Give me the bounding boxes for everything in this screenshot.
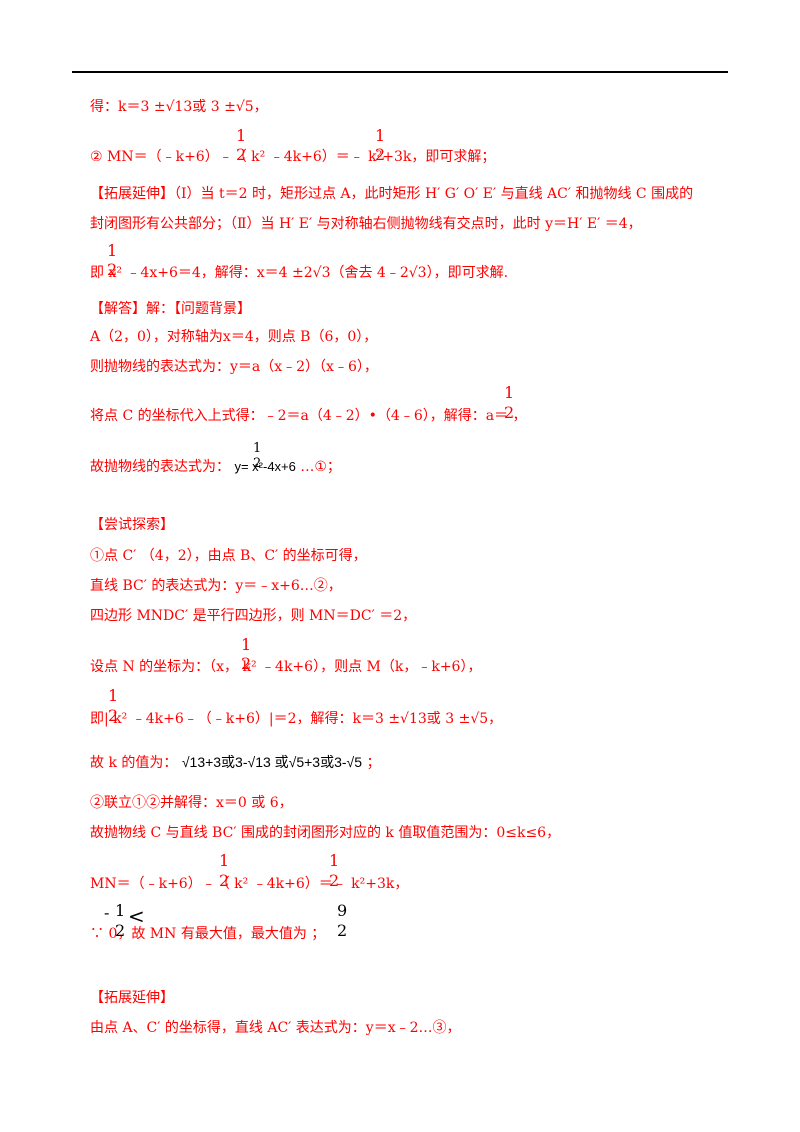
text-line-14: 四边形 MNDC′ 是平行四边形，则 MN＝DC′ ＝2， [90, 608, 417, 624]
text-line-13: 直线 BC′ 的表达式为：y＝﹣x+6…②， [90, 578, 342, 594]
text-line-2: ② MN＝（﹣k+6）﹣（ k² ﹣4k+6）＝﹣ k²+3k，即可求解； [90, 149, 496, 165]
text-line-5: 即 x² ﹣4x+6＝4，解得：x＝4 ±2√3（舍去 4﹣2√3），即可求解. [90, 265, 509, 281]
text-line-16: 即| k² ﹣4k+6﹣（﹣k+6）|＝2，解得：k＝3 ±√13或 3 ±√5… [90, 711, 503, 727]
text-line-23: 由点 A、C′ 的坐标得，直线 AC′ 表达式为：y＝x﹣2…③， [90, 1020, 461, 1036]
fraction-denominator: 2 [236, 145, 247, 164]
fraction-numerator: 1 [219, 851, 230, 870]
text-line-3: 【拓展延伸】（Ⅰ）当 t＝2 时，矩形过点 A，此时矩形 H′ G′ O′ E′… [90, 186, 694, 202]
fraction-denominator: 2 [253, 456, 262, 471]
fraction-numerator: 1 [504, 383, 515, 402]
text-line-21: ∵ 0，故 MN 有最大值，最大值为 ； [90, 926, 326, 942]
fraction-minus: - [104, 903, 110, 922]
fraction-denominator: 2 [107, 260, 118, 279]
fraction-denominator: 2 [337, 921, 348, 940]
text-segment: 故 k 的值为： [90, 755, 178, 771]
fraction-numerator: 1 [107, 241, 118, 260]
fraction-numerator: 1 [375, 126, 386, 145]
text-line-22: 【拓展延伸】 [90, 990, 174, 1006]
text-line-18: ②联立①②并解得：x＝0 或 6， [90, 795, 293, 811]
fraction-numerator: 1 [108, 686, 119, 705]
fraction-numerator: 1 [253, 441, 262, 456]
fraction-numerator: 9 [337, 901, 348, 920]
text-line-1: 得：k＝3 ±√13或 3 ±√5， [90, 99, 268, 115]
text-line-8: 则抛物线的表达式为：y＝a（x﹣2）（x﹣6）， [90, 359, 378, 375]
text-line-11: 【尝试探索】 [90, 517, 174, 533]
fraction-numerator: 1 [115, 901, 126, 920]
text-segment: …①； [300, 459, 341, 475]
less-than-sign: < [128, 904, 145, 928]
fraction-denominator: 2 [329, 871, 340, 890]
fraction-numerator: 1 [329, 851, 340, 870]
formula-image: y= x²-4x+6 [234, 459, 296, 474]
fraction-denominator: 2 [241, 654, 252, 673]
fraction-denominator: 2 [375, 145, 386, 164]
text-line-20: MN＝（﹣k+6）﹣（ k² ﹣4k+6）＝﹣ k²+3k， [90, 876, 409, 892]
fraction-denominator: 2 [115, 921, 126, 940]
text-line-15: 设点 N 的坐标为：（x， k² ﹣4k+6），则点 M（k，﹣k+6）， [90, 659, 482, 675]
fraction-numerator: 1 [241, 635, 252, 654]
header-rule [72, 71, 728, 73]
text-segment: 故抛物线的表达式为： [90, 459, 230, 475]
text-segment: ； [366, 755, 381, 771]
text-line-10: 故抛物线的表达式为： y= x²-4x+6 …①； [90, 456, 341, 476]
text-line-17: 故 k 的值为： √13+3或3-√13 或√5+3或3-√5 ； [90, 752, 380, 772]
formula-image: √13+3或3-√13 或√5+3或3-√5 [181, 754, 363, 770]
text-line-6: 【解答】解：【问题背景】 [90, 301, 251, 317]
text-line-9: 将点 C 的坐标代入上式得：﹣2＝a（4﹣2）•（4﹣6），解得：a＝ ， [90, 408, 527, 424]
fraction-numerator: 1 [236, 126, 247, 145]
fraction-denominator: 2 [504, 403, 515, 422]
text-line-12: ①点 C′ （4，2），由点 B、C′ 的坐标可得， [90, 548, 367, 564]
fraction-denominator: 2 [108, 706, 119, 725]
text-line-7: A（2，0），对称轴为x＝4，则点 B（6，0）， [90, 329, 378, 345]
fraction-denominator: 2 [219, 871, 230, 890]
text-line-4: 封闭图形有公共部分；（Ⅱ）当 H′ E′ 与对称轴右侧抛物线有交点时，此时 y＝… [90, 216, 642, 232]
text-line-19: 故抛物线 C 与直线 BC′ 围成的封闭图形对应的 k 值取值范围为：0≤k≤6… [90, 825, 561, 841]
